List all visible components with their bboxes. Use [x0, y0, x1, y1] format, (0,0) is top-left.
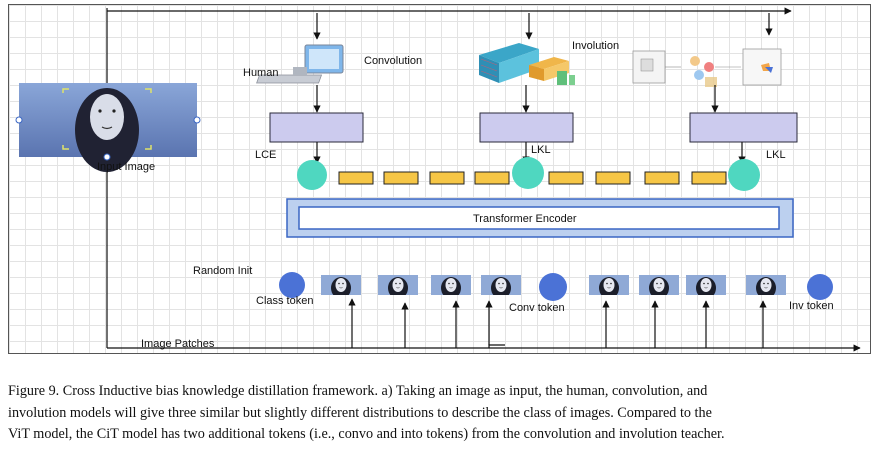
computer-icon: [256, 44, 344, 84]
patch-token: [338, 171, 374, 185]
inv-token-label: Inv token: [789, 300, 834, 312]
lkl-conv-label: LKL: [531, 144, 551, 156]
random-init-label: Random Init: [193, 265, 252, 277]
caption-line-1: Figure 9. Cross Inductive bias knowledge…: [8, 383, 708, 399]
input-image-label: Input Image: [97, 161, 155, 173]
figure-caption: Figure 9. Cross Inductive bias knowledge…: [8, 381, 870, 446]
image-patch: [746, 275, 786, 295]
patch-input-arrows: [348, 298, 767, 348]
class-token-label: Class token: [256, 295, 313, 307]
conv-head-box: [479, 112, 574, 143]
patch-token: [548, 171, 584, 185]
lkl-inv-label: LKL: [766, 149, 786, 161]
input-image: [15, 83, 201, 172]
image-patch: [321, 275, 361, 295]
image-patch: [639, 275, 679, 295]
patch-token: [429, 171, 465, 185]
class-output-node: [297, 160, 327, 190]
diagram-frame: Input Image Human Convolution: [8, 4, 871, 354]
human-label: Human: [243, 67, 278, 79]
image-patch: [431, 275, 471, 295]
lce-label: LCE: [255, 149, 276, 161]
caption-line-2: involution models will give three simila…: [8, 404, 712, 421]
patch-output-tokens: [338, 171, 727, 185]
conv-token-label: Conv token: [509, 302, 565, 314]
patch-token: [644, 171, 680, 185]
teacher-output-arrows: [313, 85, 719, 113]
involution-label: Involution: [572, 40, 619, 52]
image-patch: [378, 275, 418, 295]
conv-output-node: [512, 157, 544, 189]
image-patch: [589, 275, 629, 295]
inv-token-node: [807, 274, 833, 300]
transformer-encoder: [286, 198, 794, 238]
convolution-cnn-icon: [479, 43, 575, 85]
patch-token: [691, 171, 727, 185]
inv-head-box: [689, 112, 798, 143]
class-token-node: [279, 272, 305, 298]
lce-head-box: [269, 112, 364, 143]
involution-icon: [632, 48, 782, 87]
top-input-arrows: [313, 13, 773, 40]
patch-token: [474, 171, 510, 185]
distillation-diagram: Input Image Human Convolution: [15, 7, 861, 352]
convolution-label: Convolution: [364, 55, 422, 67]
conv-token-node: [539, 273, 567, 301]
axis-lines: [106, 7, 861, 352]
transformer-encoder-label: Transformer Encoder: [473, 213, 577, 225]
caption-line-3: ViT model, the CiT model has two additio…: [8, 426, 725, 442]
patch-token: [595, 171, 631, 185]
patch-token: [383, 171, 419, 185]
image-patches-label: Image Patches: [141, 338, 215, 350]
image-patch: [481, 275, 521, 295]
inv-output-node: [728, 159, 760, 191]
image-patch: [686, 275, 726, 295]
